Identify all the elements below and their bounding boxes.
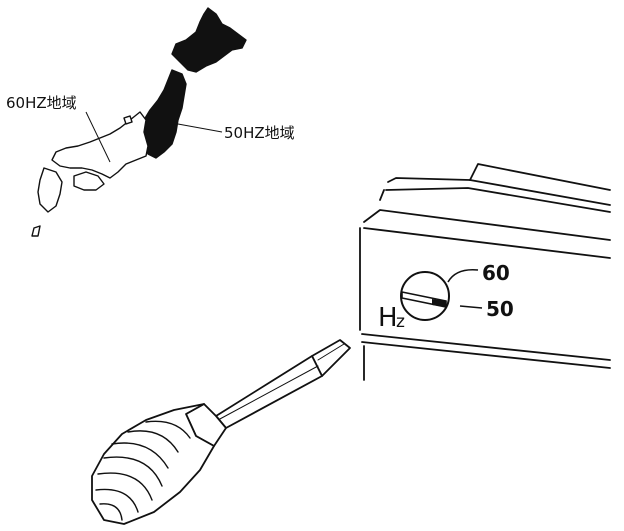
setting-50-group: 50 <box>459 297 514 321</box>
hz-unit-sub: z <box>396 312 405 332</box>
hokkaido-region <box>171 7 247 73</box>
label-60hz: 60HZ地域 <box>6 94 77 112</box>
island-small-2 <box>123 115 133 125</box>
western-honshu-region <box>51 111 149 179</box>
hz-unit-label: H <box>378 303 398 333</box>
label-50hz-group: 50HZ地域 <box>177 123 295 142</box>
island-small-1 <box>31 225 41 237</box>
setting-60-group: 60 <box>447 261 510 285</box>
shikoku-region <box>73 171 105 191</box>
setting-60-label: 60 <box>482 261 510 285</box>
kyushu-region <box>37 167 63 213</box>
handle-grooves <box>95 420 191 521</box>
screwdriver-handle <box>91 403 215 525</box>
label-50hz: 50HZ地域 <box>224 124 295 142</box>
leader-50hz <box>177 123 223 133</box>
tohoku-kanto-region <box>139 69 187 159</box>
setting-50-label: 50 <box>486 297 514 321</box>
japan-map <box>31 7 247 237</box>
label-60hz-group: 60HZ地域 <box>6 94 111 163</box>
device-cabinet <box>359 163 611 381</box>
frequency-dial[interactable] <box>400 271 450 321</box>
dial-slot-icon <box>401 291 447 308</box>
leader-60hz <box>85 111 111 163</box>
screwdriver-icon <box>91 339 351 525</box>
